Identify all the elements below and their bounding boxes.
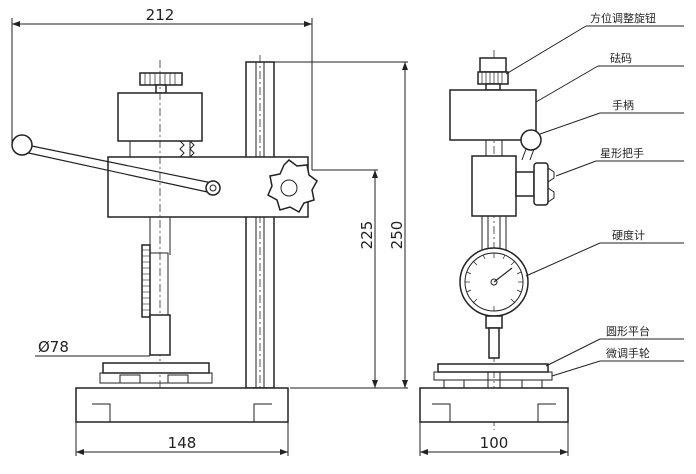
callout-star-handle: 星形把手 bbox=[555, 146, 684, 177]
front-indenter bbox=[149, 314, 171, 356]
callout-orientation-knob: 方位调整旋钮 bbox=[505, 11, 684, 75]
callout-weight: 砝码 bbox=[535, 51, 684, 103]
side-fine-wheel bbox=[433, 371, 553, 381]
side-base bbox=[419, 387, 569, 423]
callout-label: 手柄 bbox=[612, 98, 634, 112]
side-body bbox=[471, 155, 517, 217]
dim-height-inner: 225 bbox=[358, 221, 376, 250]
callouts: 方位调整旋钮 砝码 手柄 星形把手 硬度计 圆形平台 bbox=[505, 11, 684, 377]
side-platform bbox=[437, 363, 549, 373]
front-base bbox=[75, 387, 289, 423]
dim-212: 212 bbox=[11, 6, 313, 170]
side-star-knob bbox=[533, 162, 549, 206]
side-knob bbox=[477, 71, 509, 85]
dim-base-side: 100 bbox=[480, 434, 509, 452]
callout-round-platform: 圆形平台 bbox=[545, 324, 684, 367]
side-view: 100 bbox=[419, 50, 569, 456]
callout-label: 砝码 bbox=[610, 51, 632, 65]
side-weight bbox=[449, 89, 537, 141]
front-knob bbox=[139, 72, 183, 86]
callout-label: 圆形平台 bbox=[606, 324, 650, 338]
dim-platform-diameter: Ø78 bbox=[38, 338, 69, 356]
callout-handle: 手柄 bbox=[539, 98, 684, 135]
front-star-knob bbox=[267, 159, 318, 214]
front-handle-ball bbox=[11, 134, 33, 156]
callout-label: 微调手轮 bbox=[606, 346, 650, 360]
dim-height-outer: 250 bbox=[388, 221, 406, 250]
dim-top-width: 212 bbox=[146, 6, 175, 24]
dim-base-front: 148 bbox=[168, 434, 197, 452]
side-handle-ball bbox=[520, 129, 542, 151]
side-indenter bbox=[488, 327, 500, 359]
callout-label: 星形把手 bbox=[600, 146, 644, 160]
callout-label: 硬度计 bbox=[612, 228, 645, 242]
front-platform bbox=[102, 362, 210, 374]
callout-durometer: 硬度计 bbox=[525, 228, 684, 277]
front-weight bbox=[117, 92, 203, 142]
front-view: 212 bbox=[11, 6, 408, 456]
callout-label: 方位调整旋钮 bbox=[590, 11, 656, 25]
callout-fine-adjust-wheel: 微调手轮 bbox=[551, 346, 684, 377]
